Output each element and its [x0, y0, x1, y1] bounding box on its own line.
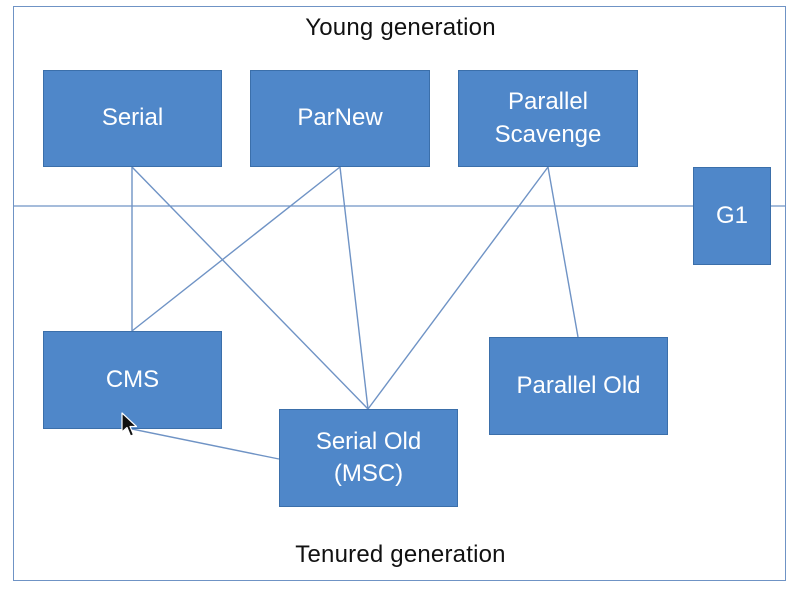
link-parnew-to-serial_old [339, 166, 369, 410]
link-serial-to-serial_old [131, 166, 369, 410]
link-parallel_scavenge-to-parallel_old [547, 166, 579, 338]
serial-old-collector-box: Serial Old (MSC) [279, 409, 458, 507]
serial-collector-box: Serial [43, 70, 222, 167]
link-parallel_scavenge-to-serial_old [367, 166, 549, 410]
diagram-frame [13, 6, 786, 581]
young-generation-title: Young generation [305, 14, 496, 41]
tenured-generation-title: Tenured generation [295, 541, 506, 568]
cms-collector-box: CMS [43, 331, 222, 429]
parallel-scavenge-collector-box: Parallel Scavenge [458, 70, 638, 167]
g1-collector-box: G1 [693, 167, 771, 265]
parnew-collector-box: ParNew [250, 70, 430, 167]
arrow-pointer-icon [121, 412, 138, 437]
parallel-old-collector-box: Parallel Old [489, 337, 668, 435]
link-parnew-to-cms [131, 166, 341, 332]
link-serial_old-to-cms [121, 426, 280, 460]
